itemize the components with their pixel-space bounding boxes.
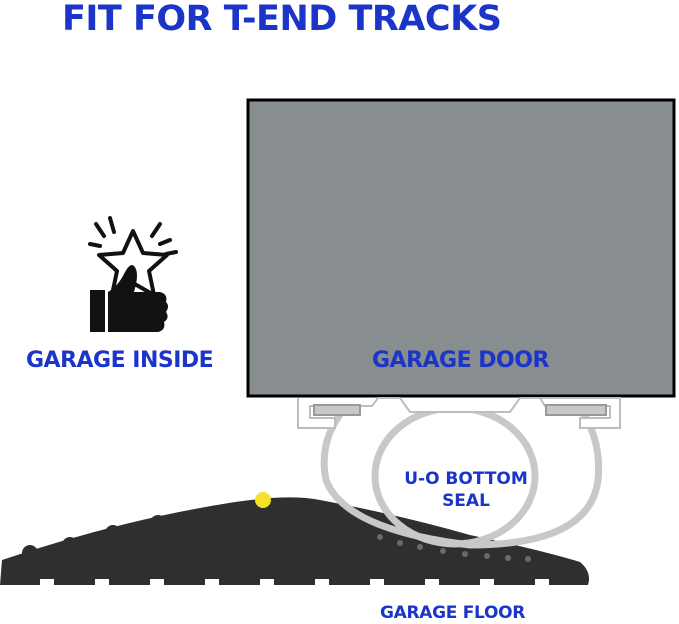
garage-floor-label: GARAGE FLOOR bbox=[380, 603, 526, 623]
seal-label-line2: SEAL bbox=[442, 491, 490, 511]
yellow-marker bbox=[255, 492, 271, 508]
garage-door-label: GARAGE DOOR bbox=[372, 348, 549, 373]
threshold-ramp bbox=[0, 492, 589, 585]
seal-label: U-O BOTTOM SEAL bbox=[396, 468, 536, 512]
page-title: FIT FOR T-END TRACKS bbox=[62, 0, 502, 39]
garage-inside-label: GARAGE INSIDE bbox=[26, 348, 214, 373]
retainer-track bbox=[297, 397, 621, 429]
garage-door-panel bbox=[246, 98, 676, 398]
thumbs-up-star-icon bbox=[88, 216, 178, 332]
seal-label-line1: U-O BOTTOM bbox=[404, 469, 528, 489]
